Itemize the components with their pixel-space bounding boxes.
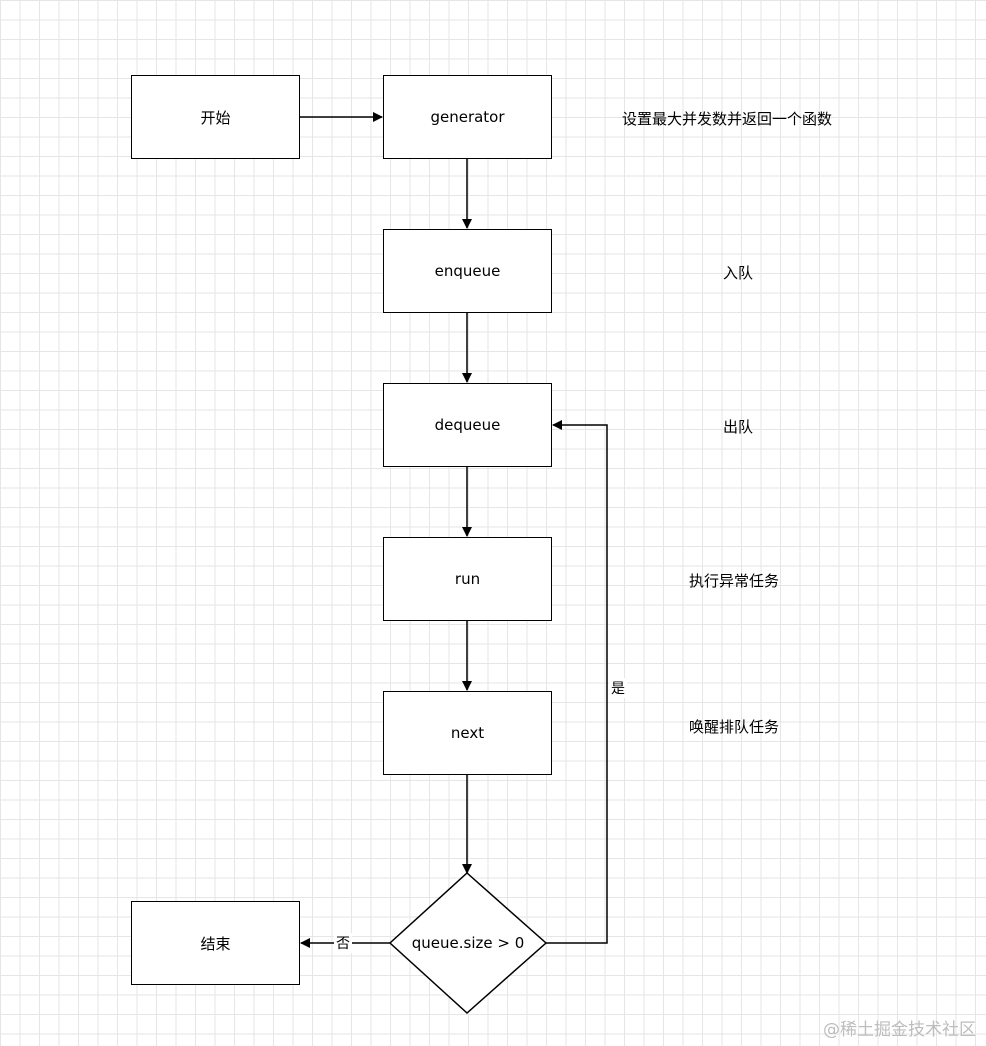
note-dequeue: 出队 (723, 418, 754, 436)
generator-node: generator (383, 75, 552, 159)
edge-decision-dequeue-yes (546, 420, 608, 944)
end-node: 结束 (131, 901, 300, 985)
dequeue-node: dequeue (383, 383, 552, 467)
note-next: 唤醒排队任务 (689, 718, 780, 736)
decision-label: queue.size > 0 (411, 934, 525, 952)
note-run: 执行异常任务 (689, 572, 780, 590)
edge-label-no: 否 (334, 933, 352, 953)
note-generator: 设置最大并发数并返回一个函数 (622, 110, 833, 128)
end-label: 结束 (200, 934, 231, 953)
decision-diamond (388, 871, 548, 1015)
next-label: next (450, 724, 485, 742)
edge-label-yes: 是 (609, 678, 627, 698)
next-node: next (383, 691, 552, 775)
dequeue-label: dequeue (434, 416, 501, 434)
enqueue-label: enqueue (434, 262, 501, 280)
note-enqueue: 入队 (723, 264, 754, 282)
run-node: run (383, 537, 552, 621)
enqueue-node: enqueue (383, 229, 552, 313)
start-node: 开始 (131, 75, 300, 159)
generator-label: generator (430, 108, 505, 126)
run-label: run (454, 570, 481, 588)
watermark: @稀土掘金技术社区 (823, 1020, 976, 1040)
start-label: 开始 (200, 108, 231, 127)
